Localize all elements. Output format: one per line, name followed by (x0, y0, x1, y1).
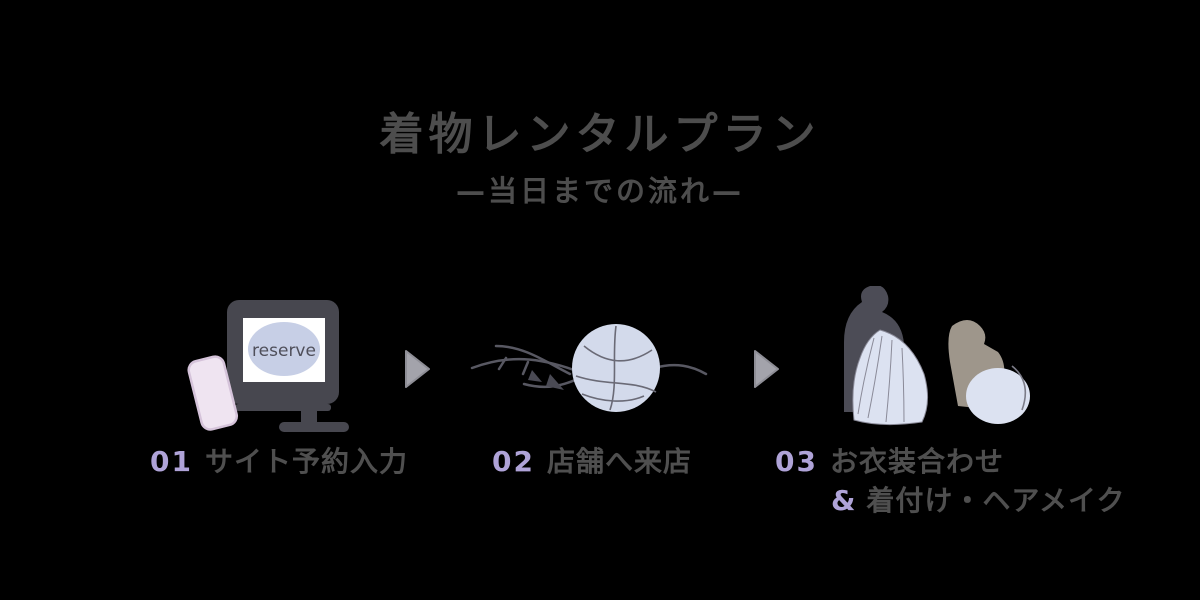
step-3-number: 03 (775, 445, 818, 478)
hair-blob (966, 368, 1030, 424)
laptop-and-phone-reservation-icon: reserve (183, 294, 351, 436)
step-3-label-line2: &着付け・ヘアメイク (831, 479, 1125, 519)
step-2-number: 02 (492, 445, 535, 478)
step-3-label-line1: 03 お衣装合わせ (775, 440, 1004, 480)
step-2-label: 02 店舗へ来店 (492, 440, 692, 480)
page-title: 着物レンタルプラン (379, 109, 821, 160)
page-subtitle: —当日までの流れ— (455, 174, 744, 208)
step-1-text: サイト予約入力 (204, 445, 408, 478)
monitor-base (279, 422, 349, 432)
gown-fold-lines (857, 335, 905, 423)
arrow-right-icon (402, 347, 432, 391)
dressing-and-hair-styling-icon (810, 286, 1040, 430)
smartphone-icon (187, 355, 239, 431)
screen-blob (248, 322, 320, 376)
step-3-text-line1: お衣装合わせ (829, 445, 1004, 478)
flower-ball (572, 324, 660, 412)
step-3-text-line2: 着付け・ヘアメイク (866, 484, 1126, 517)
hair-curl-line (1011, 365, 1027, 411)
step-1-number: 01 (150, 445, 193, 478)
reserve-screen-text: reserve (252, 341, 316, 361)
kanzashi-flower-branch-icon (466, 316, 710, 426)
monitor-stand (301, 406, 317, 422)
step-2-text: 店舗へ来店 (546, 445, 692, 478)
step-3-ampersand: & (831, 484, 857, 517)
step-1-label: 01 サイト予約入力 (150, 440, 408, 480)
flower-detail-lines (575, 325, 657, 411)
arrow-right-icon (751, 347, 781, 391)
leaf-silhouette (546, 374, 564, 390)
leaf-silhouette (528, 370, 542, 382)
